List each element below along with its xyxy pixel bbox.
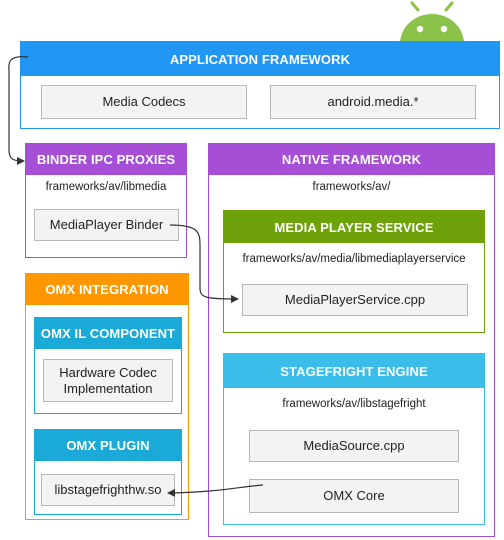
omx-il-component-title: OMX IL COMPONENT: [35, 318, 181, 349]
omx-integration-panel: OMX INTEGRATION OMX IL COMPONENT Hardwar…: [25, 273, 189, 520]
binder-ipc-proxies-panel: BINDER IPC PROXIES frameworks/av/libmedi…: [25, 143, 187, 258]
binder-path-label: frameworks/av/libmedia: [45, 181, 167, 193]
media-player-service-panel: MEDIA PLAYER SERVICE frameworks/av/media…: [223, 210, 485, 333]
native-framework-panel: NATIVE FRAMEWORK frameworks/av/ MEDIA PL…: [208, 143, 495, 537]
android-robot-icon: [400, 1, 464, 44]
media-codecs-box[interactable]: Media Codecs: [41, 85, 247, 119]
hardware-codec-line2: Implementation: [63, 380, 153, 396]
stagefright-path-label: frameworks/av/libstagefright: [282, 398, 426, 410]
stagefright-engine-panel: STAGEFRIGHT ENGINE frameworks/av/libstag…: [223, 353, 485, 525]
native-framework-title: NATIVE FRAMEWORK: [209, 144, 494, 175]
media-player-service-title: MEDIA PLAYER SERVICE: [224, 211, 484, 243]
libstagefrighthw-box[interactable]: libstagefrighthw.so: [41, 474, 175, 506]
omx-il-component-panel: OMX IL COMPONENT Hardware Codec Implemen…: [34, 317, 182, 414]
omx-core-box[interactable]: OMX Core: [249, 479, 459, 513]
omx-plugin-panel: OMX PLUGIN libstagefrighthw.so: [34, 429, 182, 515]
stagefright-engine-title: STAGEFRIGHT ENGINE: [224, 354, 484, 388]
omx-plugin-title: OMX PLUGIN: [35, 430, 181, 461]
android-media-box[interactable]: android.media.*: [270, 85, 476, 119]
mediaplayerservice-cpp-box[interactable]: MediaPlayerService.cpp: [242, 284, 468, 316]
hardware-codec-line1: Hardware Codec: [59, 364, 157, 380]
native-path-label: frameworks/av/: [312, 181, 391, 193]
binder-ipc-proxies-title: BINDER IPC PROXIES: [26, 144, 186, 175]
application-framework-panel: APPLICATION FRAMEWORK Media Codecs andro…: [20, 41, 500, 129]
mediaplayer-binder-box[interactable]: MediaPlayer Binder: [34, 209, 179, 241]
media-player-service-path: frameworks/av/media/libmediaplayerservic…: [242, 253, 466, 265]
mediasource-cpp-box[interactable]: MediaSource.cpp: [249, 430, 459, 462]
application-framework-title: APPLICATION FRAMEWORK: [21, 42, 499, 76]
hardware-codec-box[interactable]: Hardware Codec Implementation: [43, 359, 173, 402]
omx-integration-title: OMX INTEGRATION: [26, 274, 188, 305]
